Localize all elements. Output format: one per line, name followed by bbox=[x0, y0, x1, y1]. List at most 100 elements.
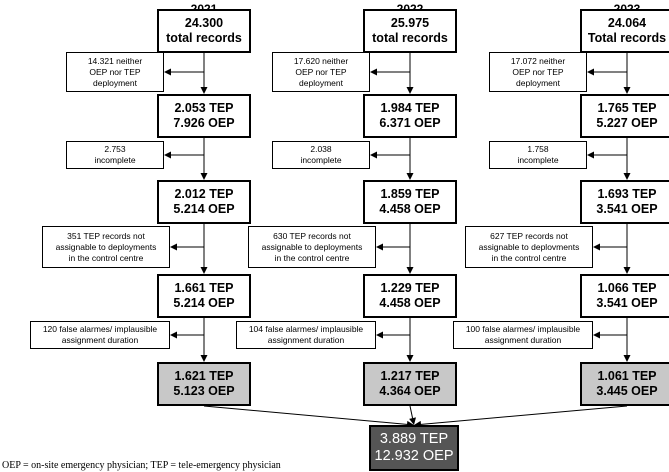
count-box-line: 1.693 TEP bbox=[597, 187, 657, 201]
final-count-box-line: 4.364 OEP bbox=[379, 384, 441, 398]
exclusion-box-line: deployment bbox=[299, 77, 343, 88]
flow-arrowhead bbox=[623, 87, 631, 94]
exclusion-arrowhead bbox=[376, 331, 383, 339]
flow-arrowhead bbox=[200, 267, 208, 274]
exclusion-arrowhead bbox=[587, 68, 594, 76]
count-box-line: 24.300 bbox=[184, 16, 224, 30]
exclusion-box-line: OEP nor TEP bbox=[89, 66, 141, 77]
count-box-line: 4.458 OEP bbox=[379, 202, 441, 216]
exclusion-arrowhead bbox=[164, 151, 171, 159]
count-box-line: 6.371 OEP bbox=[379, 116, 441, 130]
exclusion-box-line: in the control centre bbox=[68, 252, 144, 263]
merge-connector bbox=[409, 405, 414, 420]
count-box-line: 2.012 TEP bbox=[174, 187, 234, 201]
flow-arrowhead bbox=[406, 87, 414, 94]
count-box-line: 2.053 TEP bbox=[174, 101, 234, 115]
final-count-box-line: 1.061 TEP bbox=[597, 369, 657, 383]
exclusion-arrowhead bbox=[164, 68, 171, 76]
exclusion-box-line: 104 false alarmes/ implausible bbox=[248, 324, 364, 334]
exclusion-box-line: incomplete bbox=[94, 155, 136, 165]
abbreviation-footnote: OEP = on-site emergency physician; TEP =… bbox=[2, 460, 281, 471]
count-box-line: 7.926 OEP bbox=[173, 116, 235, 130]
count-box-line: 1.066 TEP bbox=[597, 281, 657, 295]
exclusion-box-line: deployment bbox=[516, 77, 560, 88]
flow-arrowhead bbox=[623, 173, 631, 180]
exclusion-box-line: OEP nor TEP bbox=[512, 66, 564, 77]
exclusion-box-line: assignable to deplovments bbox=[478, 241, 580, 252]
exclusion-box-line: in the control centre bbox=[491, 252, 567, 263]
exclusion-box-line: assignment duration bbox=[61, 335, 139, 345]
exclusion-box-line: incomplete bbox=[517, 155, 559, 165]
final-count-box-line: 1.217 TEP bbox=[380, 369, 440, 383]
combined-oep-count: 12.932 OEP bbox=[374, 448, 454, 464]
combined-tep-count: 3.889 TEP bbox=[379, 431, 449, 447]
flow-arrowhead bbox=[623, 355, 631, 362]
count-box-line: total records bbox=[372, 31, 448, 45]
exclusion-box-line: 2.038 bbox=[310, 144, 332, 154]
exclusion-arrowhead bbox=[593, 331, 600, 339]
count-box-line: 1.229 TEP bbox=[380, 281, 440, 295]
final-count-box-line: 3.445 OEP bbox=[596, 384, 658, 398]
count-box-line: 1.765 TEP bbox=[597, 101, 657, 115]
exclusion-box-line: 630 TEP records not bbox=[273, 230, 351, 241]
count-box-line: 4.458 OEP bbox=[379, 296, 441, 310]
exclusion-box-line: 1.758 bbox=[527, 144, 549, 154]
count-box-line: 3.541 OEP bbox=[596, 296, 658, 310]
exclusion-arrowhead bbox=[587, 151, 594, 159]
exclusion-arrowhead bbox=[170, 331, 177, 339]
count-box-line: 5.227 OEP bbox=[596, 116, 658, 130]
exclusion-box-line: deployment bbox=[93, 77, 137, 88]
count-box-line: 25.975 bbox=[390, 16, 430, 30]
combined-total-box: 3.889 TEP 12.932 OEP bbox=[369, 425, 459, 471]
flow-arrowhead bbox=[406, 267, 414, 274]
flow-arrowhead bbox=[200, 87, 208, 94]
exclusion-arrowhead bbox=[170, 243, 177, 251]
count-box-line: Total records bbox=[587, 31, 667, 45]
flow-arrowhead bbox=[406, 173, 414, 180]
exclusion-box-line: 627 TEP records not bbox=[490, 230, 568, 241]
count-box-line: 5.214 OEP bbox=[173, 202, 235, 216]
exclusion-arrowhead bbox=[370, 68, 377, 76]
count-box-line: 1.984 TEP bbox=[380, 101, 440, 115]
final-count-box-line: 5.123 OEP bbox=[173, 384, 235, 398]
exclusion-box-line: assignable to deployments bbox=[55, 241, 157, 252]
count-box-line: 1.661 TEP bbox=[174, 281, 234, 295]
flow-arrowhead bbox=[200, 355, 208, 362]
flow-arrowhead bbox=[406, 355, 414, 362]
count-box-line: 5.214 OEP bbox=[173, 296, 235, 310]
merge-arrowhead bbox=[409, 417, 416, 425]
exclusion-arrowhead bbox=[370, 151, 377, 159]
merge-connector bbox=[203, 405, 409, 425]
merge-connector bbox=[419, 405, 628, 425]
exclusion-box-line: assignable to deployments bbox=[261, 241, 363, 252]
exclusion-box-line: 351 TEP records not bbox=[67, 230, 145, 241]
count-box-line: 24.064 bbox=[607, 16, 647, 30]
exclusion-box-line: assignment duration bbox=[267, 335, 345, 345]
exclusion-box-line: 2.753 bbox=[104, 144, 126, 154]
count-box-line: 1.859 TEP bbox=[380, 187, 440, 201]
exclusion-arrowhead bbox=[376, 243, 383, 251]
